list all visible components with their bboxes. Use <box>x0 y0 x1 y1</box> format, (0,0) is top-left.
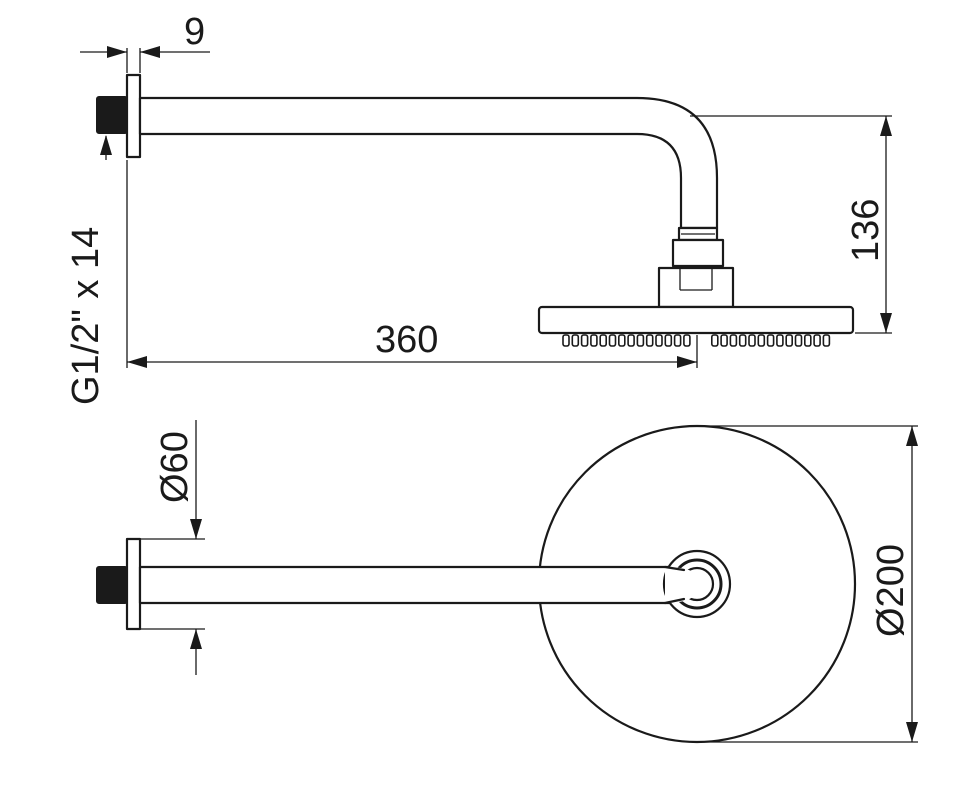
dim-thread-spec: G1/2" x 14 <box>65 135 112 405</box>
nozzle <box>822 334 831 347</box>
side-nozzles <box>562 334 831 347</box>
nozzle <box>562 334 570 347</box>
nozzle <box>710 334 719 347</box>
dim-flange-thickness-label: 9 <box>184 11 205 53</box>
nozzle <box>794 334 803 347</box>
side-wall-flange <box>125 73 142 159</box>
nozzle <box>627 334 635 347</box>
dim-flange-diameter: Ø60 <box>140 420 205 675</box>
top-wall-flange <box>125 537 142 631</box>
nozzle <box>599 334 608 347</box>
nozzle <box>608 334 617 347</box>
dim-drop-height-label: 136 <box>845 199 887 262</box>
nozzle <box>757 334 766 347</box>
nozzle <box>683 334 691 347</box>
side-head-plate <box>537 305 855 335</box>
nozzle <box>729 334 738 347</box>
nozzle <box>617 334 626 347</box>
side-thread-inlet <box>96 96 128 134</box>
dim-arm-length: 360 <box>126 160 698 368</box>
dim-drop-height: 136 <box>690 115 892 334</box>
nozzle <box>813 334 821 347</box>
nozzle <box>785 334 794 347</box>
nozzle <box>738 334 747 347</box>
nozzle <box>664 334 673 347</box>
dim-arm-length-label: 360 <box>375 319 438 361</box>
dim-flange-thickness: 9 <box>80 11 210 73</box>
top-shower-arm <box>138 565 699 605</box>
nozzle <box>645 334 654 347</box>
side-view <box>96 73 855 347</box>
side-shower-arm <box>138 96 719 230</box>
dim-head-diameter-label: Ø200 <box>870 544 912 637</box>
nozzle <box>655 334 663 347</box>
nozzle <box>636 334 645 347</box>
nozzle <box>673 334 682 347</box>
nozzle <box>766 334 775 347</box>
nozzle <box>720 334 728 347</box>
dim-head-diameter: Ø200 <box>697 425 918 743</box>
nozzle <box>580 334 589 347</box>
nozzle <box>803 334 812 347</box>
dim-flange-diameter-label: Ø60 <box>154 431 196 503</box>
nozzle <box>748 334 756 347</box>
top-view <box>96 424 857 744</box>
top-thread-inlet <box>96 566 128 604</box>
nozzle <box>590 334 598 347</box>
side-swivel-nut <box>671 238 725 268</box>
dim-thread-spec-label: G1/2" x 14 <box>65 227 107 405</box>
nozzle <box>776 334 784 347</box>
nozzle <box>571 334 580 347</box>
side-head-hub <box>657 266 735 309</box>
